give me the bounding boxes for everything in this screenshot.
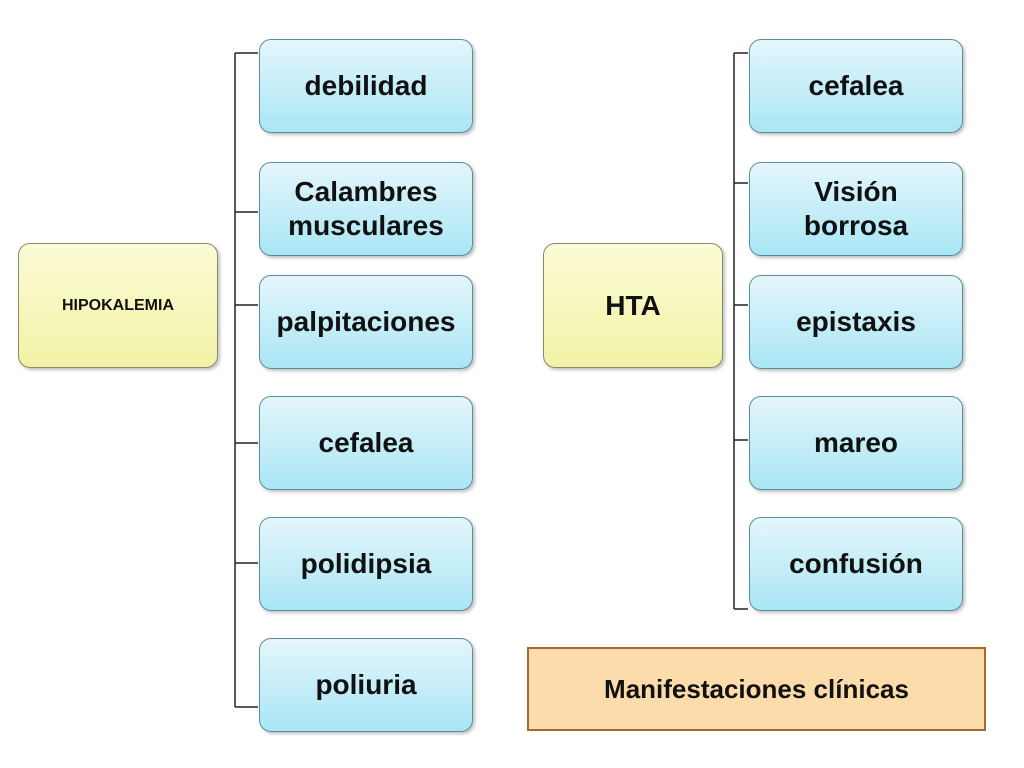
hta-root-node: HTA bbox=[543, 243, 723, 368]
right-symptom-label: mareo bbox=[813, 427, 899, 459]
left-symptom-label: polidipsia bbox=[300, 548, 432, 580]
right-symptom-vision-borrosa: Visión borrosa bbox=[749, 162, 963, 256]
caption-box: Manifestaciones clínicas bbox=[527, 647, 986, 731]
right-symptom-label: confusión bbox=[789, 548, 923, 580]
left-symptom-polidipsia: polidipsia bbox=[259, 517, 473, 611]
left-symptom-label: debilidad bbox=[304, 70, 428, 102]
right-symptom-label: epistaxis bbox=[796, 306, 916, 338]
right-symptom-mareo: mareo bbox=[749, 396, 963, 490]
left-symptom-label: Calambres musculares bbox=[288, 176, 444, 241]
left-symptom-label: poliuria bbox=[315, 669, 417, 701]
left-symptom-cefalea: cefalea bbox=[259, 396, 473, 490]
hipokalemia-root-node: HIPOKALEMIA bbox=[18, 243, 218, 368]
hta-root-label: HTA bbox=[605, 289, 661, 321]
right-symptom-confusion: confusión bbox=[749, 517, 963, 611]
hipokalemia-root-label: HIPOKALEMIA bbox=[62, 296, 174, 314]
left-symptom-calambres: Calambres musculares bbox=[259, 162, 473, 256]
left-symptom-label: palpitaciones bbox=[276, 306, 456, 338]
right-symptom-cefalea: cefalea bbox=[749, 39, 963, 133]
left-symptom-debilidad: debilidad bbox=[259, 39, 473, 133]
right-symptom-epistaxis: epistaxis bbox=[749, 275, 963, 369]
left-symptom-palpitaciones: palpitaciones bbox=[259, 275, 473, 369]
left-symptom-poliuria: poliuria bbox=[259, 638, 473, 732]
right-symptom-label: Visión borrosa bbox=[803, 176, 909, 241]
right-symptom-label: cefalea bbox=[808, 70, 904, 102]
caption-label: Manifestaciones clínicas bbox=[604, 673, 909, 704]
left-symptom-label: cefalea bbox=[318, 427, 414, 459]
